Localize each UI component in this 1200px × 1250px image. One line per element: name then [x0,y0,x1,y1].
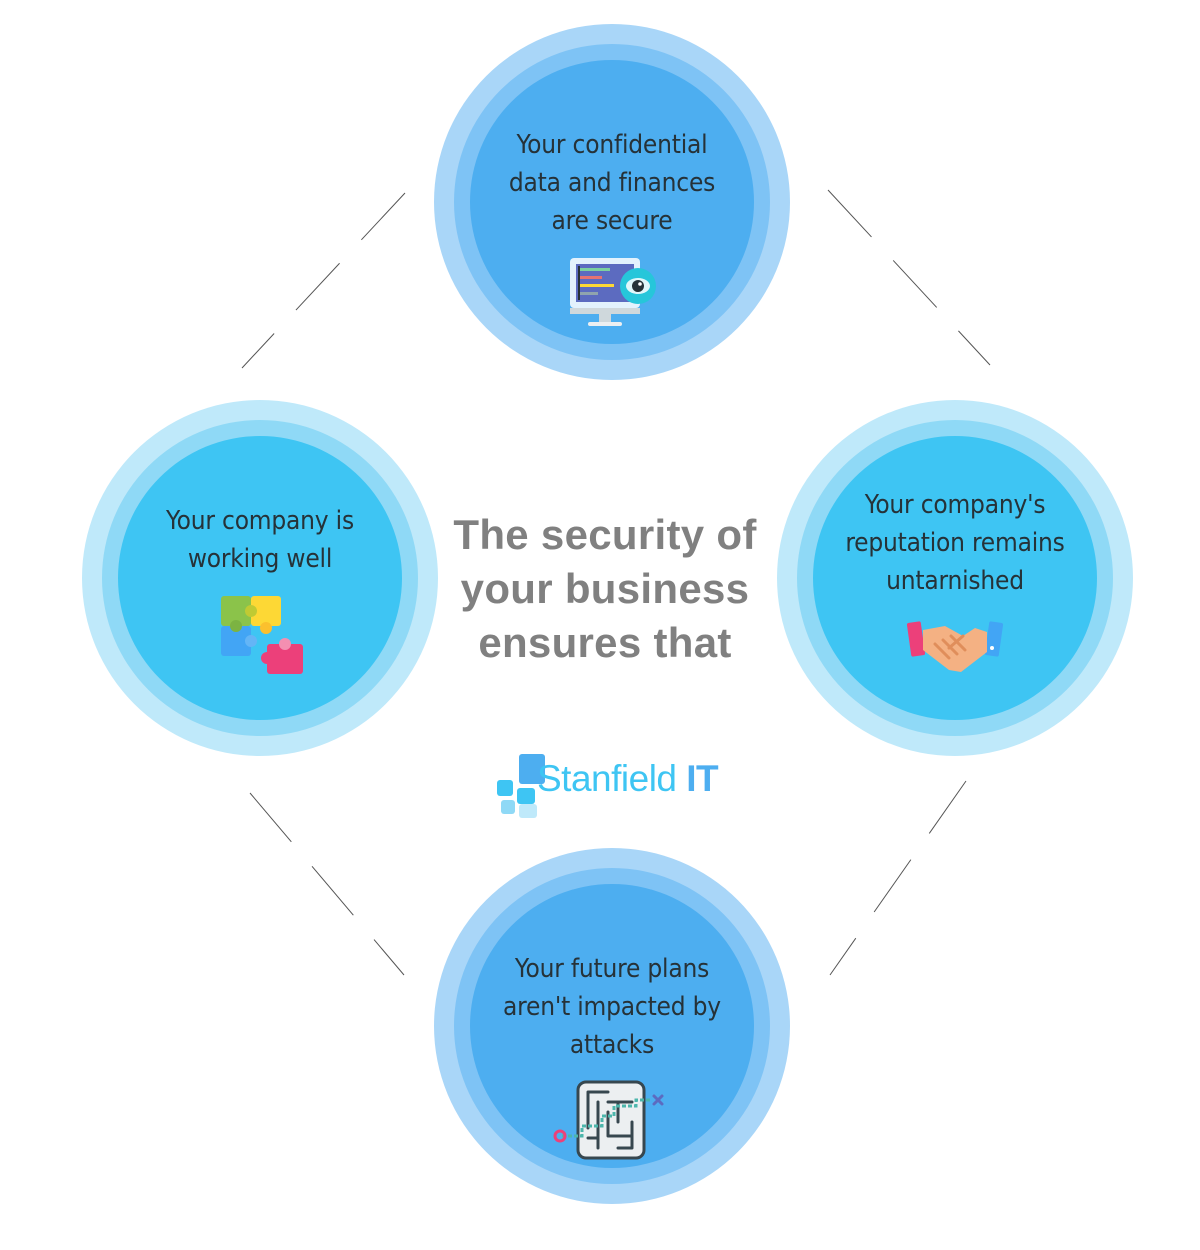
node-ring: Your company is working well [102,420,418,736]
monitor-eye-icon [562,254,662,339]
logo-name: Stanfield [537,758,677,799]
maze-icon [552,1078,672,1167]
logo-suffix: IT [686,758,719,799]
node-future-plans: Your future plans aren't impacted by att… [434,848,790,1204]
node-core: Your company's reputation remains untarn… [813,436,1097,720]
node-ring: Your company's reputation remains untarn… [797,420,1113,736]
logo-text: Stanfield IT [537,758,719,800]
node-company-working: Your company is working well [82,400,438,756]
node-reputation: Your company's reputation remains untarn… [777,400,1133,756]
node-text: Your company's reputation remains untarn… [845,490,1065,596]
node-core: Your confidential data and finances are … [470,60,754,344]
puzzle-icon [215,592,305,683]
logo-squares-icon [497,754,545,818]
node-data-secure: Your confidential data and finances are … [434,24,790,380]
node-ring: Your confidential data and finances are … [454,44,770,360]
node-core: Your future plans aren't impacted by att… [470,884,754,1168]
node-ring: Your future plans aren't impacted by att… [454,868,770,1184]
node-text: Your future plans aren't impacted by att… [503,954,721,1060]
node-text: Your confidential data and finances are … [508,130,716,236]
node-core: Your company is working well [118,436,402,720]
node-text: Your company is working well [166,506,354,574]
stanfield-it-logo: Stanfield IT [495,754,735,820]
headline: The security of your business ensures th… [453,511,757,666]
handshake-icon [905,614,1005,683]
